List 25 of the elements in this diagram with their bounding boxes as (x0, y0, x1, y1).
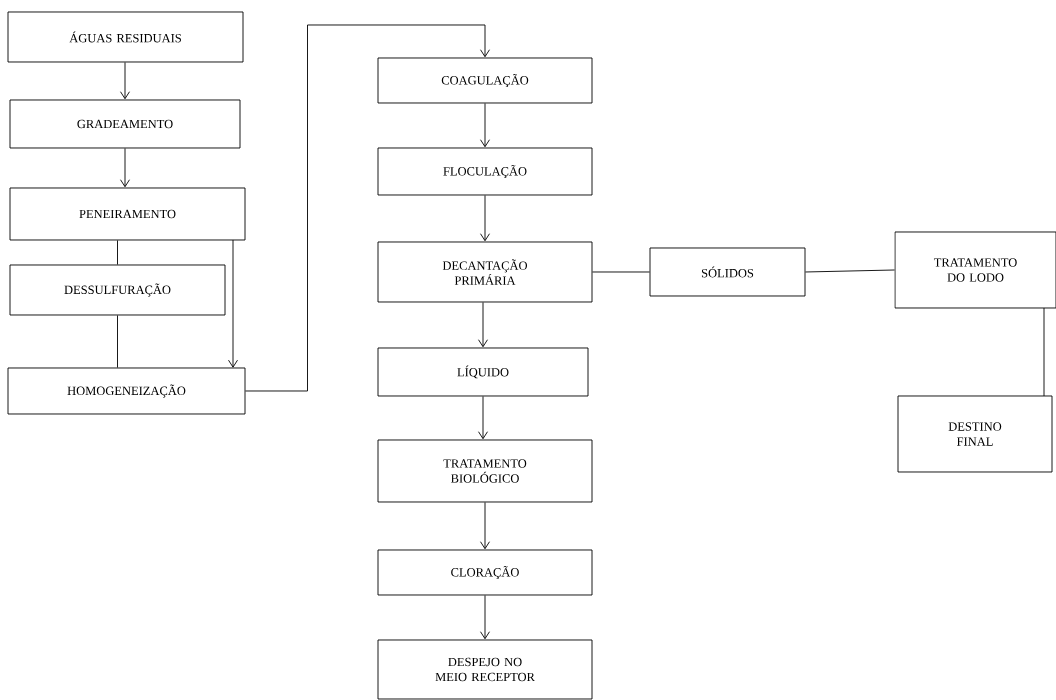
arrow (480, 195, 490, 242)
process-box: DESSULFURAÇÃO (9, 264, 226, 316)
process-box: FLOCULAÇÃO (377, 147, 593, 196)
process-box: TRATAMENTO DO LODO (894, 231, 1056, 309)
process-box: PENEIRAMENTO (9, 187, 246, 241)
process-box: DECANTAÇÃO PRIMÁRIA (377, 241, 593, 303)
arrow (478, 302, 488, 348)
process-box: CLORAÇÃO (377, 549, 593, 596)
process-box: GRADEAMENTO (9, 99, 241, 149)
arrow (245, 24, 490, 392)
arrow (480, 595, 490, 640)
arrow (228, 239, 238, 368)
arrow (120, 62, 130, 100)
arrow (480, 103, 490, 148)
process-box: ÁGUAS RESIDUAIS (7, 11, 244, 63)
process-box: TRATAMENTO BIOLÓGICO (377, 439, 593, 503)
process-box: SÓLIDOS (649, 247, 806, 297)
arrow (480, 502, 490, 550)
process-box: COAGULAÇÃO (377, 57, 593, 104)
process-box: HOMOGENEIZAÇÃO (7, 367, 246, 415)
arrow (478, 396, 488, 440)
process-box: DESPEJO NO MEIO RECEPTOR (377, 639, 593, 700)
process-box: LÍQUIDO (377, 347, 589, 397)
process-box: DESTINO FINAL (897, 395, 1053, 473)
arrow (120, 148, 130, 188)
